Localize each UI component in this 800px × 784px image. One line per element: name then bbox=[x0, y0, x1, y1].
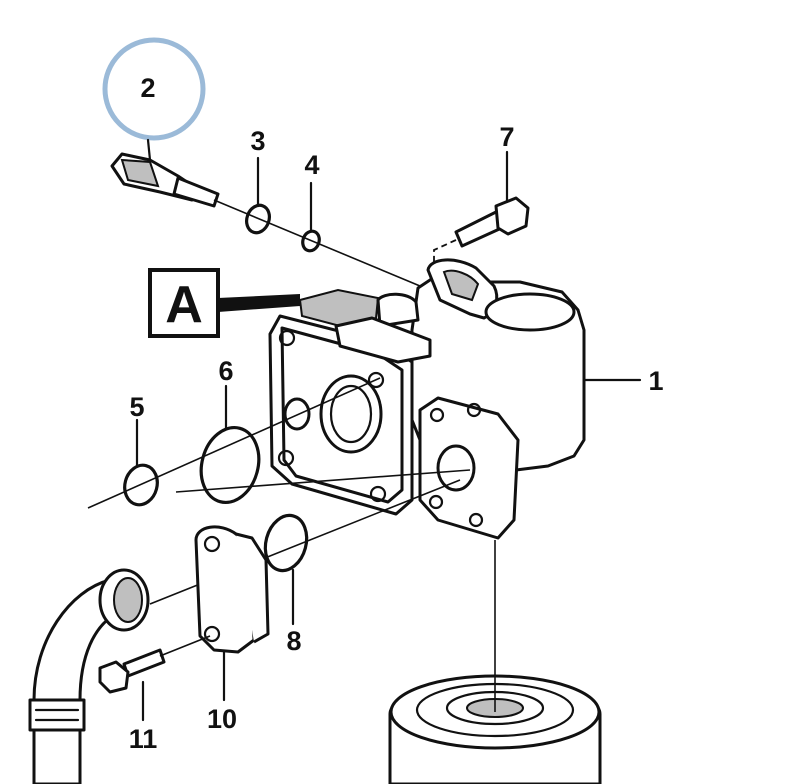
callout-2: 2 bbox=[140, 73, 155, 103]
highlight-circle bbox=[102, 37, 206, 141]
part-1-housing bbox=[268, 258, 642, 540]
callout-5: 5 bbox=[129, 392, 144, 422]
detail-a-label: A bbox=[165, 276, 203, 334]
part-7-bolt bbox=[454, 150, 530, 248]
callout-3: 3 bbox=[250, 126, 265, 156]
callout-7: 7 bbox=[499, 122, 514, 152]
axis-line-sensor bbox=[213, 199, 421, 287]
axis-line-lower bbox=[175, 469, 471, 493]
part-11-bolt bbox=[98, 648, 166, 722]
callout-6: 6 bbox=[218, 356, 233, 386]
detail-a-box bbox=[148, 268, 220, 338]
part-2-sensor bbox=[110, 138, 220, 208]
callout-11: 11 bbox=[129, 724, 158, 754]
callout-8: 8 bbox=[286, 626, 301, 656]
callout-10: 10 bbox=[207, 704, 237, 734]
part-6-oring bbox=[199, 425, 261, 505]
pipe-elbow bbox=[28, 568, 150, 784]
callout-4: 4 bbox=[304, 150, 319, 180]
part-5-oring bbox=[123, 463, 159, 507]
detail-a-pointer bbox=[218, 294, 300, 312]
axis-line-upper bbox=[87, 377, 381, 509]
bolt-7-axis bbox=[433, 239, 457, 300]
part-4-oring bbox=[301, 229, 321, 253]
callout-1: 1 bbox=[648, 366, 663, 396]
part-3-oring bbox=[245, 203, 271, 235]
part-10-clamp bbox=[194, 525, 270, 702]
part-8-oring bbox=[263, 513, 309, 573]
